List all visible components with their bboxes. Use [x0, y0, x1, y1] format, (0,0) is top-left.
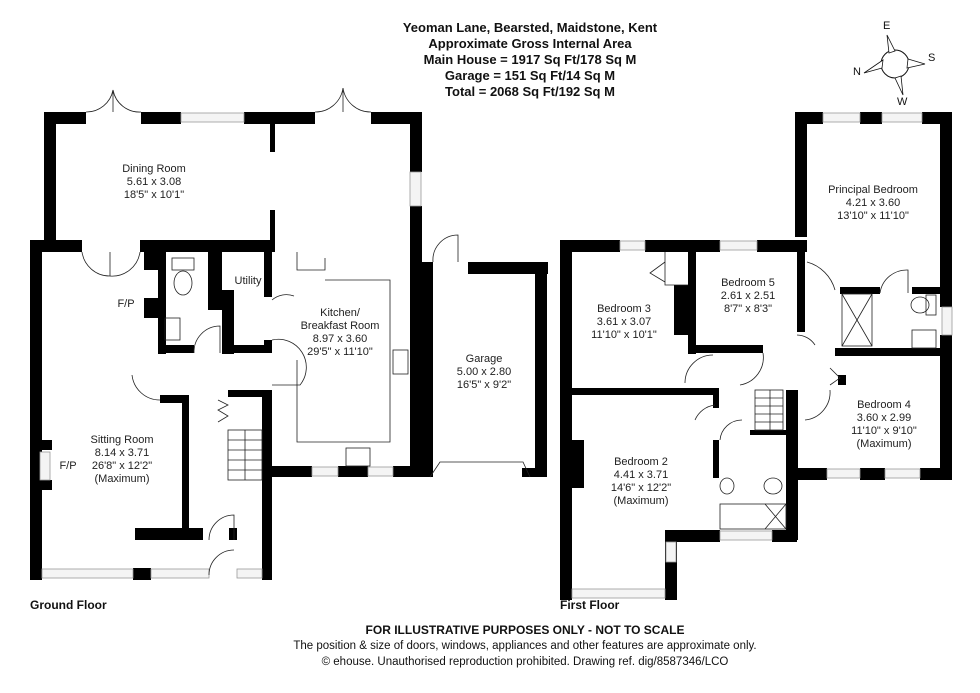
room-note: (Maximum) [613, 495, 669, 507]
ground-floor-label: Ground Floor [30, 598, 107, 612]
main-house-area: Main House = 1917 Sq Ft/178 Sq M [423, 52, 637, 67]
garage-area: Garage = 151 Sq Ft/14 Sq M [444, 68, 616, 83]
ground-floor-walls [30, 112, 548, 580]
room-dining: Dining Room 5.61 x 3.08 18'5" x 10'1" [122, 163, 186, 202]
room-bedroom-2: Bedroom 2 4.41 x 3.71 14'6" x 12'2" (Max… [611, 456, 671, 508]
fireplace-label: F/P [59, 460, 77, 472]
room-name: Utility [234, 275, 262, 287]
room-name-line2: Breakfast Room [300, 320, 380, 332]
first-floor-walls [560, 112, 952, 600]
room-imperial: 29'5" x 11'10" [307, 346, 373, 358]
address-title: Yeoman Lane, Bearsted, Maidstone, Kent [402, 20, 658, 35]
room-name: Bedroom 5 [721, 277, 775, 289]
room-metric: 3.60 x 2.99 [856, 412, 912, 424]
footer: FOR ILLUSTRATIVE PURPOSES ONLY - NOT TO … [200, 622, 850, 670]
room-name: Kitchen/ [320, 307, 360, 319]
room-garage: Garage 5.00 x 2.80 16'5" x 9'2" [457, 353, 511, 392]
room-note: (Maximum) [94, 473, 150, 485]
room-name: Sitting Room [90, 434, 154, 446]
room-metric: 3.61 x 3.07 [596, 316, 652, 328]
compass-rose: E S W N [845, 18, 945, 113]
room-imperial: 26'8" x 12'2" [91, 460, 153, 472]
room-metric: 4.21 x 3.60 [845, 197, 901, 209]
area-subtitle: Approximate Gross Internal Area [428, 36, 632, 51]
first-floor-fixtures [649, 252, 937, 530]
room-note: (Maximum) [856, 438, 912, 450]
compass-south: S [928, 52, 936, 64]
room-imperial: 8'7" x 8'3" [723, 303, 773, 315]
ground-floor-windows [39, 112, 422, 579]
room-bedroom-5: Bedroom 5 2.61 x 2.51 8'7" x 8'3" [721, 277, 775, 316]
first-floor-label: First Floor [560, 598, 620, 612]
room-imperial: 11'10" x 10'1" [591, 329, 657, 341]
first-floor-windows [571, 112, 953, 599]
room-principal-bedroom: Principal Bedroom 4.21 x 3.60 13'10" x 1… [828, 184, 918, 223]
compass-icon [863, 34, 926, 96]
room-bedroom-3: Bedroom 3 3.61 x 3.07 11'10" x 10'1" [591, 303, 657, 342]
room-name: Bedroom 2 [614, 456, 668, 468]
room-metric: 5.00 x 2.80 [456, 366, 512, 378]
room-imperial: 13'10" x 11'10" [837, 210, 909, 222]
room-name: Dining Room [122, 163, 186, 175]
room-bedroom-4: Bedroom 4 3.60 x 2.99 11'10" x 9'10" (Ma… [851, 399, 917, 451]
room-imperial: 11'10" x 9'10" [851, 425, 917, 437]
room-imperial: 18'5" x 10'1" [123, 189, 185, 201]
room-metric: 2.61 x 2.51 [720, 290, 776, 302]
ground-floor-doors [81, 87, 531, 576]
room-name: Bedroom 4 [857, 399, 911, 411]
room-metric: 4.41 x 3.71 [613, 469, 669, 481]
copyright: © ehouse. Unauthorised reproduction proh… [321, 656, 729, 668]
room-name: Principal Bedroom [828, 184, 918, 196]
fireplace-label: F/P [117, 298, 135, 310]
room-metric: 8.97 x 3.60 [312, 333, 368, 345]
room-metric: 5.61 x 3.08 [126, 176, 182, 188]
footer-note: The position & size of doors, windows, a… [293, 640, 757, 652]
disclaimer: FOR ILLUSTRATIVE PURPOSES ONLY - NOT TO … [365, 623, 685, 637]
room-name: Garage [465, 353, 503, 365]
floorplan-header: Yeoman Lane, Bearsted, Maidstone, Kent A… [340, 20, 720, 100]
compass-east: E [883, 20, 891, 32]
room-sitting: Sitting Room 8.14 x 3.71 26'8" x 12'2" (… [91, 434, 154, 486]
total-area: Total = 2068 Sq Ft/192 Sq M [445, 84, 615, 99]
room-imperial: 16'5" x 9'2" [456, 379, 512, 391]
room-name: Bedroom 3 [597, 303, 651, 315]
compass-west: W [897, 96, 908, 108]
compass-north: N [853, 66, 861, 78]
room-utility: Utility [235, 275, 262, 288]
room-kitchen: Kitchen/ Breakfast Room 8.97 x 3.60 29'5… [301, 307, 380, 359]
room-metric: 8.14 x 3.71 [94, 447, 150, 459]
room-imperial: 14'6" x 12'2" [610, 482, 672, 494]
